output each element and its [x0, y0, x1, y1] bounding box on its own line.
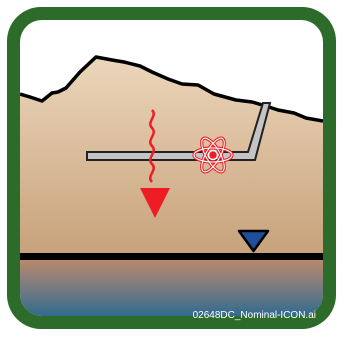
file-name-label: 02648DC_Nominal-ICON.ai	[150, 310, 316, 322]
aquifer-layer	[20, 258, 323, 318]
water-table-line	[20, 253, 323, 260]
